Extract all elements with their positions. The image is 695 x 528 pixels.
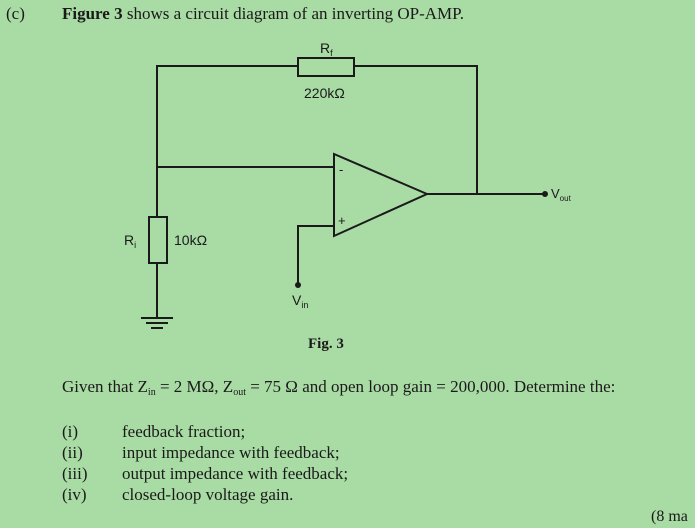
item-number: (iv) xyxy=(62,485,87,504)
input-terminal xyxy=(295,282,301,288)
question-label: (c) xyxy=(6,4,25,23)
circuit-diagram: Rf 220kΩ Ri 10kΩ Vout Vin - + xyxy=(124,40,572,329)
given-rest: = 75 Ω and open loop gain = 200,000. Det… xyxy=(245,377,616,396)
zout-subscript: out xyxy=(233,387,246,398)
noninverting-input-wire xyxy=(297,225,334,283)
figure-caption: Fig. 3 xyxy=(308,336,344,352)
ri-value: 10kΩ xyxy=(174,232,207,248)
feedback-wire-right xyxy=(354,65,478,194)
ri-resistor xyxy=(148,216,168,264)
op-amp-symbol xyxy=(333,152,430,238)
marks-label: (8 ma xyxy=(651,508,688,525)
rf-label: Rf xyxy=(320,40,333,58)
rf-resistor xyxy=(297,57,355,77)
question-intro-text: shows a circuit diagram of an inverting … xyxy=(122,4,464,23)
item-number: (ii) xyxy=(62,443,83,462)
item-text: output impedance with feedback; xyxy=(122,464,349,483)
ri-label: Ri xyxy=(124,232,136,250)
item-text: closed-loop voltage gain. xyxy=(122,485,294,504)
question-intro: Figure 3 shows a circuit diagram of an i… xyxy=(62,4,464,24)
output-terminal xyxy=(542,191,548,197)
item-text: input impedance with feedback; xyxy=(122,443,340,462)
given-prefix: Given that Z xyxy=(62,377,148,396)
zin-subscript: in xyxy=(147,387,156,398)
item-text: feedback fraction; xyxy=(122,422,246,441)
vin-label: Vin xyxy=(292,292,308,310)
inverting-sign: - xyxy=(339,162,343,177)
zin-value: = 2 MΩ, Z xyxy=(155,377,234,396)
feedback-wire xyxy=(156,65,298,217)
given-statement: Given that Zin = 2 MΩ, Zout = 75 Ω and o… xyxy=(62,377,615,398)
item-number: (iii) xyxy=(62,464,88,483)
item-number: (i) xyxy=(62,422,79,441)
rf-value: 220kΩ xyxy=(304,85,345,101)
vout-label: Vout xyxy=(551,186,572,203)
figure-reference: Figure 3 xyxy=(62,4,123,23)
noninverting-sign: + xyxy=(338,213,346,228)
